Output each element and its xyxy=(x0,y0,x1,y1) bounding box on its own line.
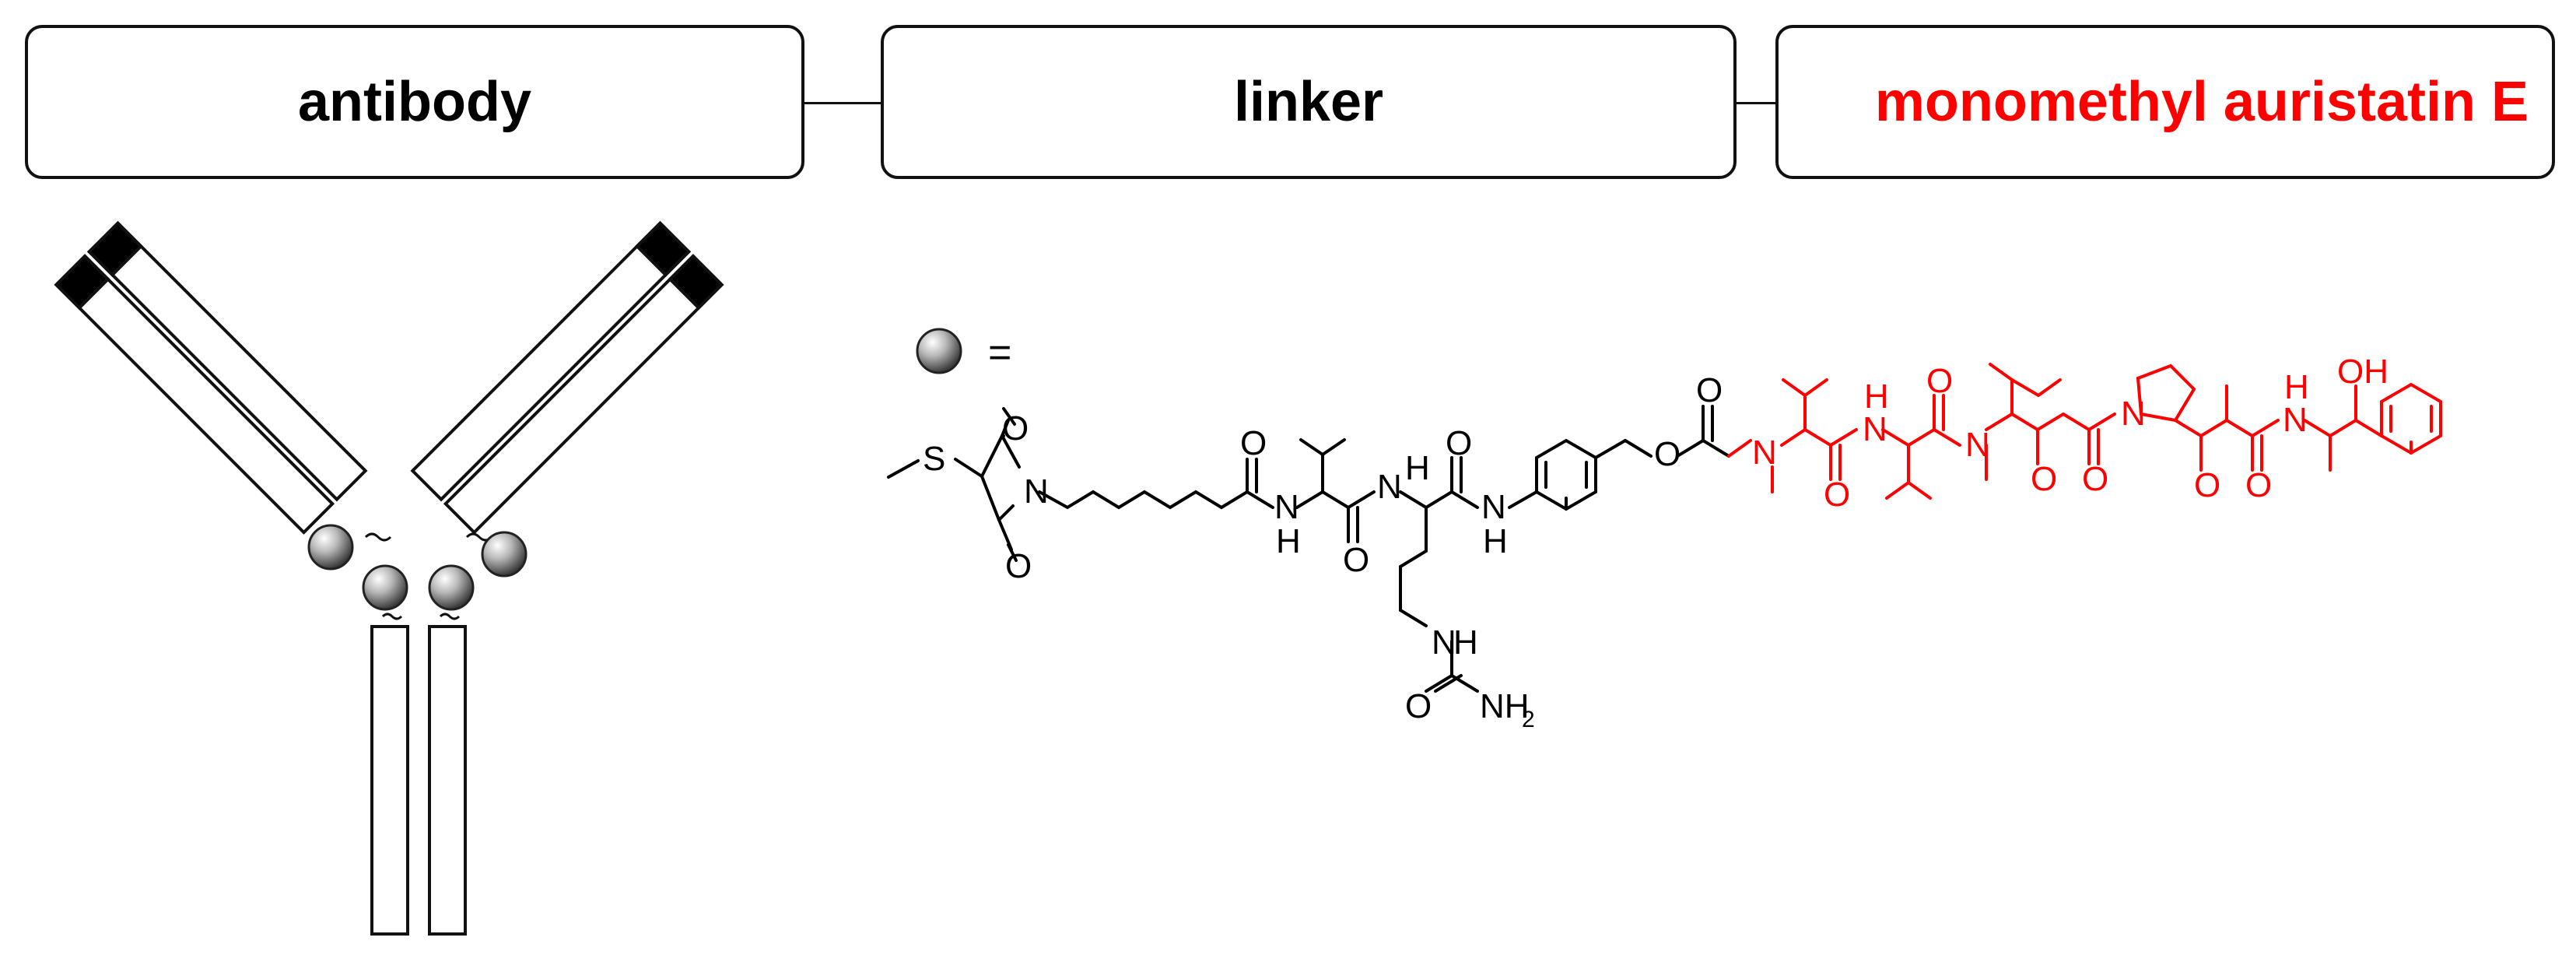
atom-N-3: N xyxy=(1377,468,1402,506)
mmae-atom-O-3: O xyxy=(2031,460,2057,498)
proline-ring xyxy=(2136,363,2196,423)
left-light-cap xyxy=(54,254,110,311)
atom-O-6: O xyxy=(1405,687,1432,725)
hinge-wave-4 xyxy=(439,613,461,620)
mmae-atoms: N O N H O N O O N O O N H OH xyxy=(1752,353,2388,514)
atom-H-1: H xyxy=(1276,522,1301,560)
atom-O-1: O xyxy=(1002,409,1029,448)
drug-ball-1 xyxy=(307,524,354,571)
linker-label: linker xyxy=(1233,71,1384,133)
atom-O-4: O xyxy=(1343,541,1369,579)
linker-atoms: S O N O O N H O N H O N H N H O NH 2 O O xyxy=(923,371,1723,732)
atom-O-3: O xyxy=(1240,424,1267,462)
citrulline-sidechain xyxy=(1399,506,1428,627)
atom-O-8: O xyxy=(1696,371,1723,409)
mmae-atom-O-4: O xyxy=(2082,460,2108,498)
atom-H-3: H xyxy=(1483,522,1508,560)
left-arm xyxy=(54,220,368,535)
atom-O-5: O xyxy=(1446,424,1472,462)
left-heavy-cap xyxy=(86,220,144,277)
mmae-atom-H-1: H xyxy=(1864,377,1889,416)
atom-N-4: N xyxy=(1481,488,1506,526)
atom-H-4: H xyxy=(1453,623,1478,662)
antibody-box: antibody xyxy=(25,25,804,179)
right-arm xyxy=(410,220,724,535)
atom-N-2: N xyxy=(1274,488,1299,526)
antibody-drawing xyxy=(54,220,724,936)
mmae-atom-OH: OH xyxy=(2337,353,2388,391)
mmae-atom-O-5: O xyxy=(2194,466,2220,504)
atom-N-5: N xyxy=(1432,623,1456,662)
payload-label: monomethyl auristatin E xyxy=(1874,71,2529,133)
hinge-wave-1 xyxy=(364,532,392,542)
atom-S: S xyxy=(923,440,945,478)
right-heavy-cap xyxy=(634,220,692,277)
mmae-atom-O-2: O xyxy=(1926,362,1953,400)
mmae-atom-N-3: N xyxy=(1965,426,1990,464)
mmae-atom-N-2: N xyxy=(1863,410,1887,448)
stem-right xyxy=(428,625,467,936)
antibody-label: antibody xyxy=(298,71,531,133)
drug-ball-3 xyxy=(428,564,475,611)
mmae-atom-H-2: H xyxy=(2284,368,2309,406)
hexanoyl-chain xyxy=(1038,490,1249,510)
legend-equals: = xyxy=(988,330,1011,375)
drug-balls xyxy=(307,524,527,611)
atom-N-1: N xyxy=(1024,472,1049,511)
atom-NH2: NH xyxy=(1480,687,1530,725)
mmae-structure xyxy=(1727,363,2442,500)
mmae-atom-N-5: N xyxy=(2283,401,2308,439)
atom-NH2-sub: 2 xyxy=(1522,707,1535,732)
connector-left xyxy=(804,102,881,104)
mmae-atom-O-6: O xyxy=(2245,466,2272,504)
bond-ring-1 xyxy=(980,434,1005,478)
bond-s-methyl xyxy=(887,459,920,479)
mmae-atom-N-4: N xyxy=(2121,395,2146,433)
atom-O-2: O xyxy=(1005,547,1032,585)
mmae-atom-N-1: N xyxy=(1752,434,1777,472)
payload-box: monomethyl auristatin E xyxy=(1775,25,2555,179)
linker-box: linker xyxy=(881,25,1737,179)
stem-left xyxy=(370,625,409,936)
connector-right xyxy=(1737,102,1775,104)
atom-H-2: H xyxy=(1405,449,1430,487)
linker-structure xyxy=(887,405,1730,693)
hinge-wave-3 xyxy=(381,613,403,620)
drug-ball-4 xyxy=(481,531,527,578)
atom-O-7: O xyxy=(1654,435,1681,473)
right-light-cap xyxy=(668,254,724,311)
drug-ball-2 xyxy=(362,564,408,611)
legend-ball xyxy=(916,328,962,374)
bond-s-ring xyxy=(954,458,983,478)
mmae-atom-O-1: O xyxy=(1824,476,1850,514)
